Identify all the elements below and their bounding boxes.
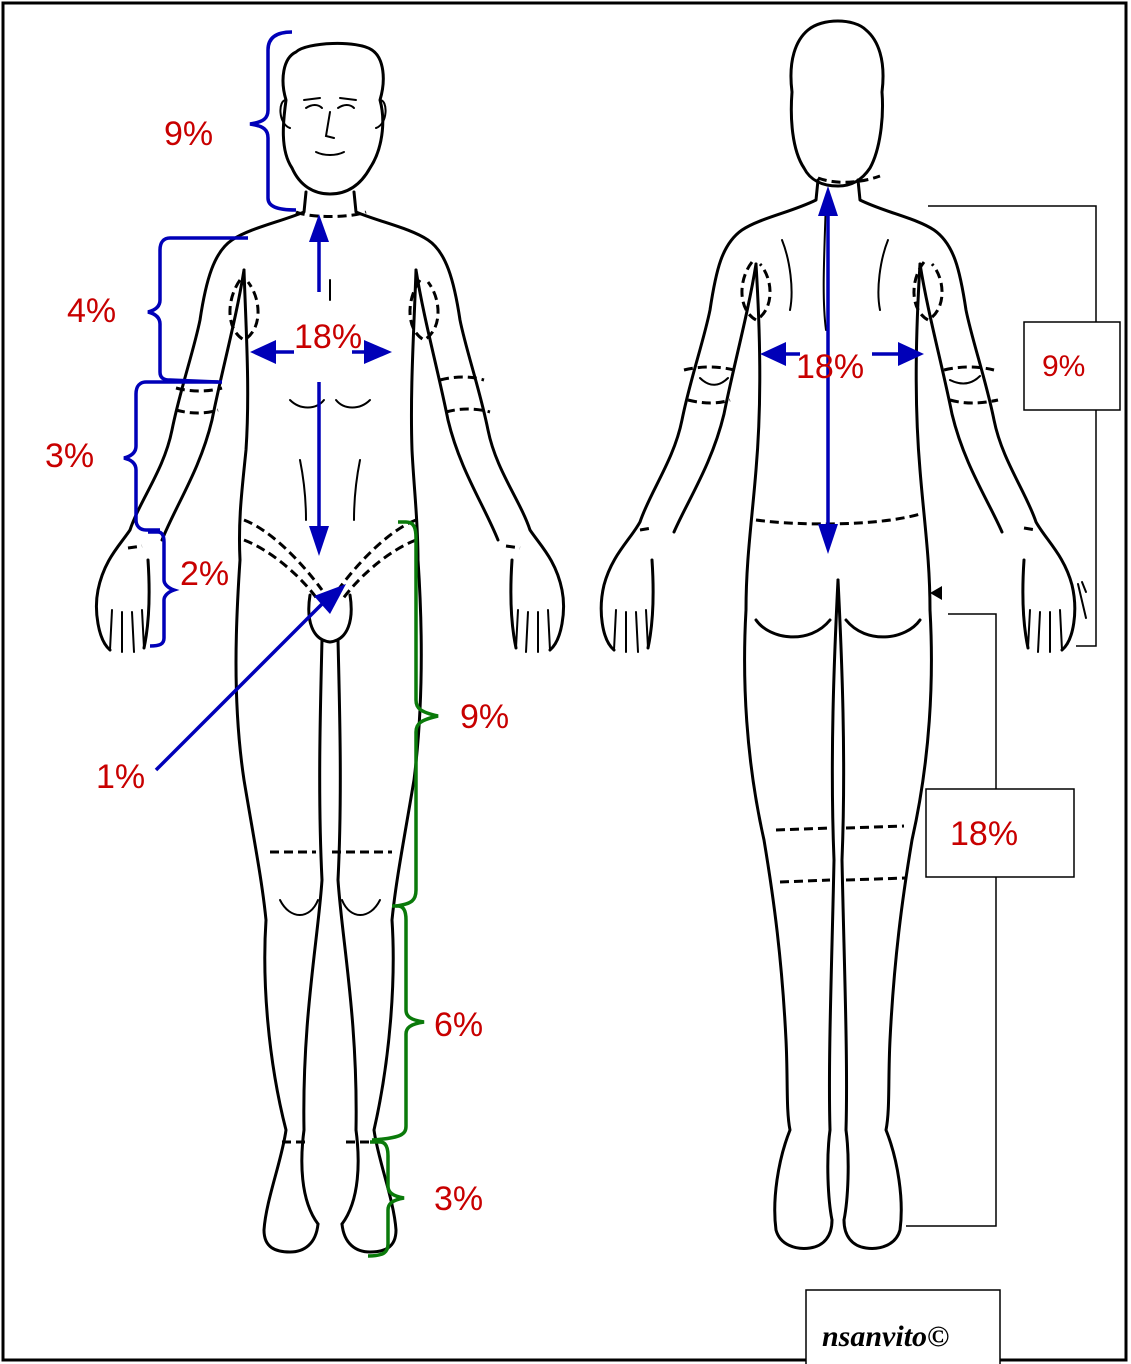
label-front-trunk: 18% bbox=[294, 318, 362, 356]
foot-bracket bbox=[368, 1142, 404, 1256]
back-figure bbox=[601, 21, 1086, 1248]
back-leg-marker bbox=[930, 586, 942, 600]
label-back-trunk: 18% bbox=[796, 348, 864, 386]
label-back-arm: 9% bbox=[1042, 350, 1085, 383]
label-front-head: 9% bbox=[164, 115, 213, 153]
label-front-hand: 2% bbox=[180, 555, 229, 593]
label-front-forearm: 3% bbox=[45, 437, 94, 475]
front-figure bbox=[97, 43, 564, 1252]
label-front-thigh: 9% bbox=[460, 698, 509, 736]
hand-bracket bbox=[148, 532, 174, 646]
label-front-genitals: 1% bbox=[96, 758, 145, 796]
upper-arm-bracket bbox=[148, 238, 248, 382]
label-front-upper-arm: 4% bbox=[67, 292, 116, 330]
credit-text: nsanvito© bbox=[822, 1320, 949, 1353]
back-leg-connector bbox=[906, 614, 996, 1226]
label-back-leg: 18% bbox=[950, 815, 1018, 853]
label-front-foot: 3% bbox=[434, 1180, 483, 1218]
label-front-lower-leg: 6% bbox=[434, 1006, 483, 1044]
